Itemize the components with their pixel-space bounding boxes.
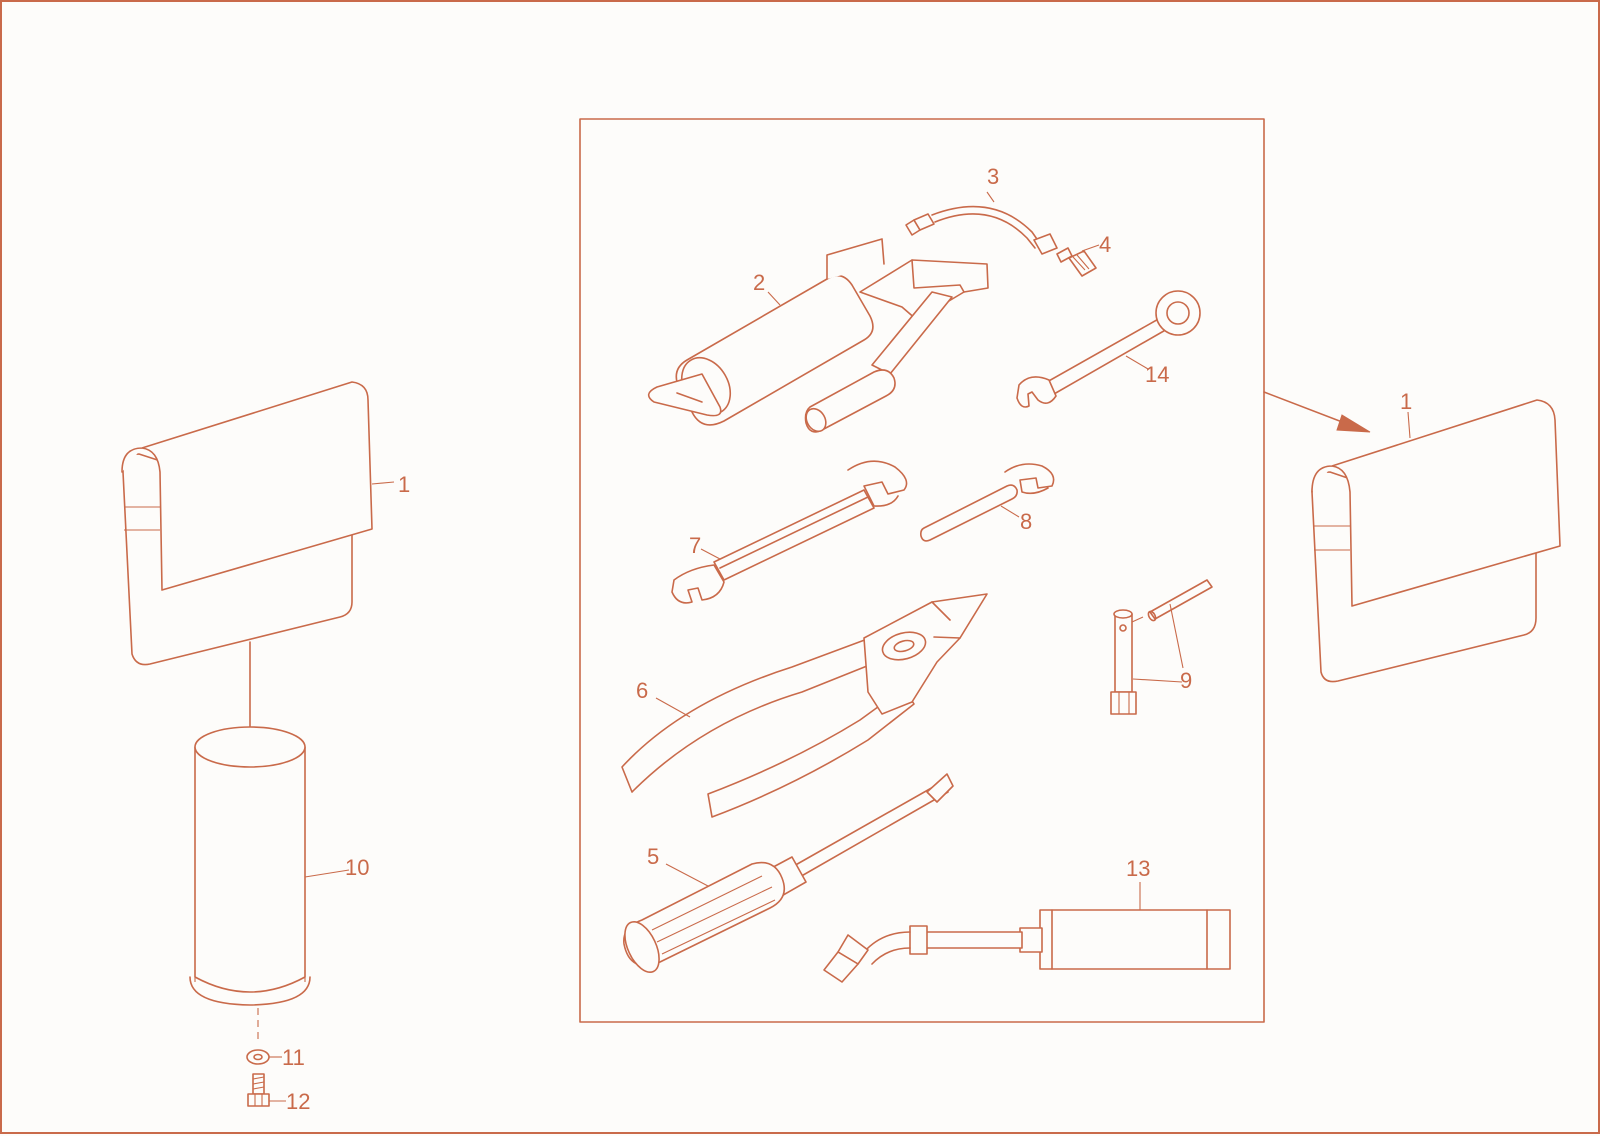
callout-5: 5 [647, 844, 659, 869]
callout-6: 6 [636, 678, 648, 703]
tool-bag-right [1311, 399, 1561, 683]
spark-plug-wrench [1110, 579, 1213, 715]
callout-1-right: 1 [1400, 389, 1412, 414]
callout-7: 7 [689, 533, 701, 558]
callout-13: 13 [1126, 856, 1150, 881]
callout-14: 14 [1145, 362, 1169, 387]
callout-10: 10 [345, 855, 369, 880]
double-open-wrench-small [920, 463, 1055, 542]
grease-gun [647, 238, 989, 433]
tool-kit-frame [579, 118, 1265, 1023]
bolt [247, 1073, 270, 1107]
pliers [621, 593, 988, 818]
callout-9: 9 [1180, 668, 1192, 693]
grease-nozzle [1056, 247, 1097, 277]
callout-11: 11 [282, 1045, 305, 1070]
grease-pump [823, 909, 1231, 983]
tool-bag-left [121, 381, 373, 666]
combination-wrench [1016, 290, 1201, 408]
grease-hose [905, 205, 1058, 255]
callout-4: 4 [1099, 232, 1111, 257]
callout-3: 3 [987, 164, 999, 189]
tool-canister [189, 726, 311, 1006]
callout-1-left: 1 [398, 472, 410, 497]
washer [246, 1049, 270, 1065]
callout-8: 8 [1020, 509, 1032, 534]
screwdriver [623, 773, 954, 973]
callout-2: 2 [753, 270, 765, 295]
double-open-wrench-large [671, 460, 908, 604]
callout-12: 12 [286, 1089, 310, 1114]
